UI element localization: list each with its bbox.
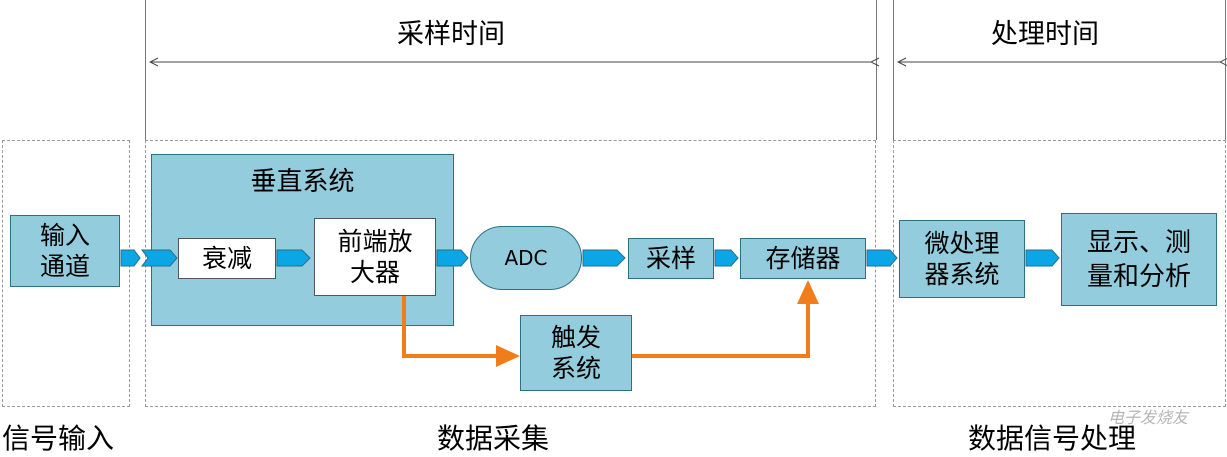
arrow-adc-to-sampling (582, 249, 626, 267)
front-amplifier-label: 前端放 大器 (337, 227, 413, 287)
data-processing-region (893, 140, 1226, 407)
watermark-logo: 电子发烧友 (1108, 404, 1188, 428)
trigger-system-label: 触发 系统 (550, 323, 601, 383)
timeline-boundary-mid-a (876, 0, 877, 140)
signal-input-label: 信号输入 (2, 422, 115, 455)
trigger-arrow-from-amplifier (402, 296, 508, 358)
microprocessor-label: 微处理 器系统 (924, 229, 1000, 289)
vertical-system-label: 垂直系统 (250, 167, 355, 197)
watermark-text: 电子发烧友 (1108, 408, 1189, 427)
attenuation-label: 衰减 (201, 244, 252, 273)
adc-label: ADC (504, 245, 548, 270)
timeline-boundary-left (145, 0, 146, 140)
front-amplifier-block: 前端放 大器 (314, 218, 436, 296)
memory-label: 存储器 (765, 244, 841, 273)
memory-block: 存储器 (740, 238, 866, 279)
timeline-boundary-right (1225, 0, 1226, 140)
arrow-input-to-attenuation (120, 249, 178, 267)
arrow-sampling-to-memory (714, 249, 739, 267)
arrow-amplifier-to-adc (436, 249, 469, 267)
processing-time-label: 处理时间 (991, 19, 1099, 50)
sampling-block: 采样 (628, 238, 714, 279)
data-processing-label: 数据信号处理 (968, 422, 1137, 455)
attenuation-block: 衰减 (178, 238, 276, 279)
trigger-arrowhead-in (496, 345, 520, 367)
input-channel-block: 输入 通道 (10, 215, 120, 287)
arrow-memory-to-processor (866, 249, 898, 267)
input-channel-label: 输入 通道 (39, 221, 90, 281)
data-acquisition-region (145, 140, 876, 407)
trigger-system-block: 触发 系统 (520, 315, 632, 391)
data-acquisition-label: 数据采集 (437, 422, 550, 455)
display-measure-label: 显示、测 量和分析 (1086, 227, 1191, 292)
display-measure-block: 显示、测 量和分析 (1061, 213, 1217, 306)
trigger-arrow-to-memory (632, 300, 810, 358)
arrow-attenuation-to-amplifier (276, 249, 311, 267)
timeline-boundary-mid-b (893, 0, 894, 140)
trigger-arrowhead-up (797, 280, 819, 304)
adc-block: ADC (470, 226, 582, 290)
sampling-label: 采样 (645, 244, 696, 273)
arrow-processor-to-display (1025, 249, 1060, 267)
microprocessor-block: 微处理 器系统 (899, 220, 1025, 298)
sampling-time-label: 采样时间 (397, 19, 505, 50)
signal-input-region (2, 140, 130, 407)
